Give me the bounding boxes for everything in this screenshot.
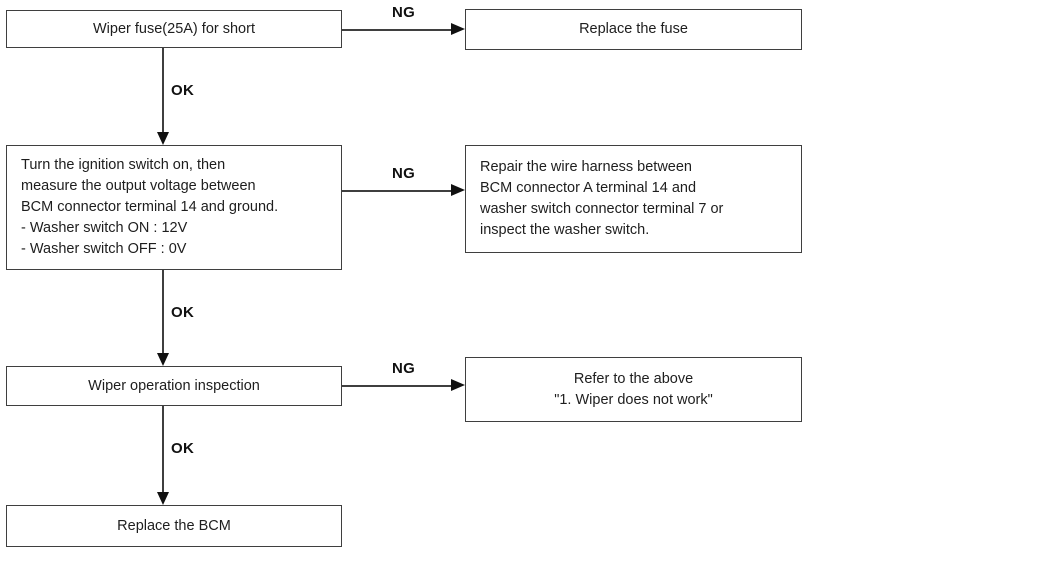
node-replace-fuse-label: Replace the fuse — [579, 21, 688, 37]
connector-ok-2 — [162, 270, 164, 353]
node-check-voltage: Turn the ignition switch on, then measur… — [6, 145, 342, 270]
arrowhead-right-icon — [451, 184, 465, 196]
arrowhead-right-icon — [451, 379, 465, 391]
connector-ng-1 — [342, 29, 451, 31]
node-wiper-inspection-label: Wiper operation inspection — [88, 377, 260, 394]
ng-edge-label-3: NG — [342, 360, 465, 378]
node-repair-harness-label: Repair the wire harness between BCM conn… — [480, 159, 724, 238]
ng-edge-label-1: NG — [342, 4, 465, 22]
ok-label: OK — [171, 82, 195, 99]
connector-ng-2 — [342, 190, 451, 192]
arrowhead-down-icon — [157, 353, 169, 366]
node-refer-above-label: Refer to the above "1. Wiper does not wo… — [554, 370, 713, 408]
ng-edge-label-2: NG — [342, 165, 465, 183]
ng-label: NG — [391, 360, 416, 377]
arrowhead-down-icon — [157, 492, 169, 505]
node-wiper-inspection: Wiper operation inspection — [6, 366, 342, 406]
arrowhead-right-icon — [451, 23, 465, 35]
ng-label: NG — [391, 4, 416, 21]
ok-label: OK — [171, 440, 195, 457]
node-check-fuse-label: Wiper fuse(25A) for short — [93, 20, 255, 37]
node-check-voltage-label: Turn the ignition switch on, then measur… — [21, 157, 279, 257]
connector-ok-3 — [162, 406, 164, 492]
node-replace-fuse: Replace the fuse — [465, 9, 802, 50]
arrowhead-down-icon — [157, 132, 169, 145]
connector-ng-3 — [342, 385, 451, 387]
connector-ok-1 — [162, 48, 164, 132]
node-refer-above: Refer to the above "1. Wiper does not wo… — [465, 357, 802, 422]
node-replace-bcm: Replace the BCM — [6, 505, 342, 547]
node-replace-bcm-label: Replace the BCM — [117, 517, 231, 534]
ok-label: OK — [171, 304, 195, 321]
node-check-fuse: Wiper fuse(25A) for short — [6, 10, 342, 48]
node-repair-harness: Repair the wire harness between BCM conn… — [465, 145, 802, 253]
ng-label: NG — [391, 165, 416, 182]
